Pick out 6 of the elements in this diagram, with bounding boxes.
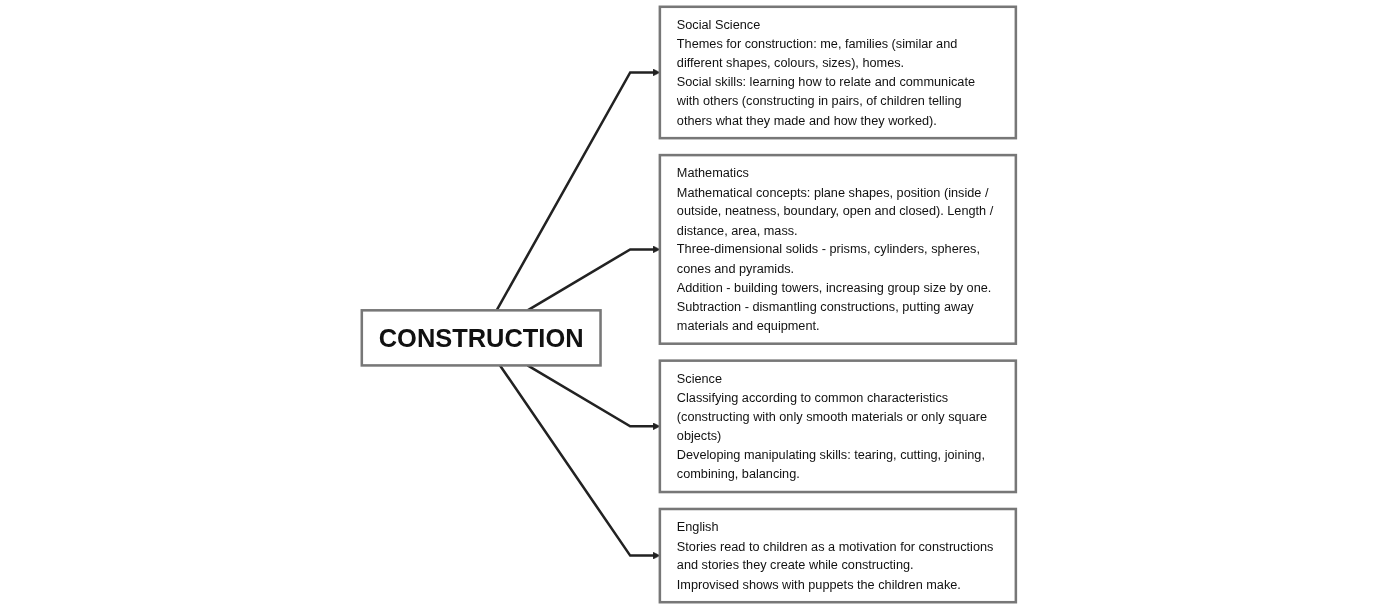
node-box: Mathematics Mathematical concepts: plane shapes, position (inside / outside, neatness, boundary, open and closed). Length / distance, area, mass. Three-dimensional solids - prisms, cylinders, spheres, cones and pyramids. Addition - building towers, increasing group size by one. Subtraction - dismantling constructions, putting away materials and equipment. xyxy=(658,153,1018,345)
node-box: CONSTRUCTION xyxy=(360,309,602,367)
arrow xyxy=(495,68,661,311)
node-box: Science Classifying according to common characteristics (constructing with only smooth materials or only square objects) Developing manipulating skills: tearing, cutting, joining, combining, balancing. xyxy=(658,359,1018,494)
node-box: English Stories read to children as a motivation for constructions and stories they create while constructing. Improvised shows with puppets the children make. xyxy=(658,507,1018,604)
node-box: Social Science Themes for construction: me, families (similar and different shapes, colours, sizes), homes. Social skills: learning how to relate and communicate with others (constructing in pairs, of children telling others what they made and how they worked). xyxy=(658,5,1018,140)
